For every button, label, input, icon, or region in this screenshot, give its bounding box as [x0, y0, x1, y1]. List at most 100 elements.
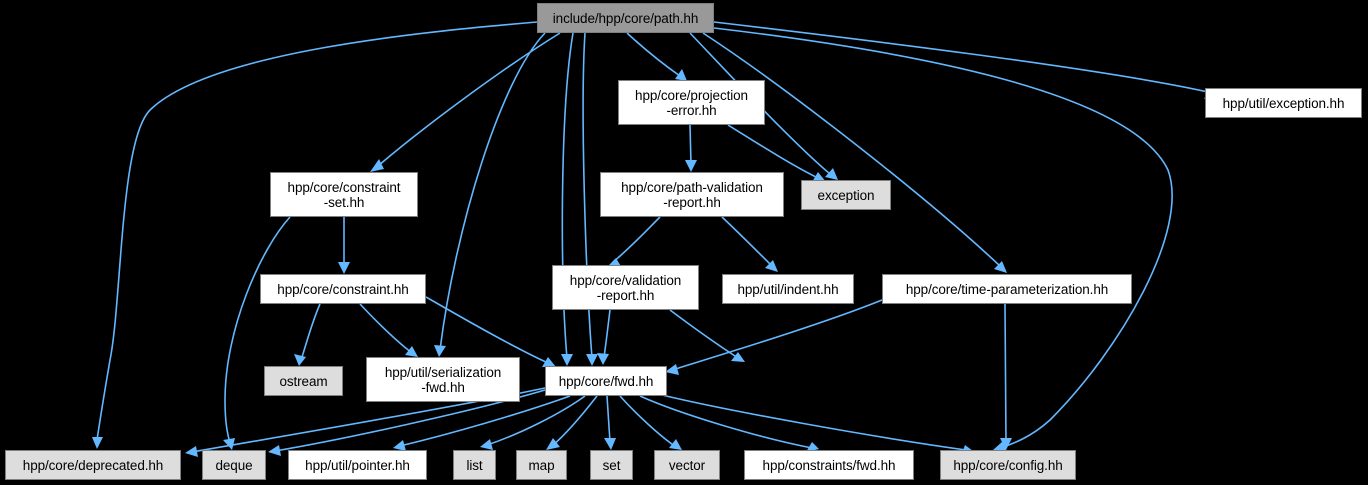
edge-cset-to-deque — [224, 216, 291, 444]
graph-node-vreport[interactable]: hpp/core/validation -report.hh — [552, 265, 699, 310]
arrowhead-path-to-exception — [825, 168, 838, 180]
graph-node-label: include/hpp/core/path.hh — [552, 10, 699, 26]
graph-node-label: list — [466, 457, 483, 473]
edge-timeparam-to-config — [1004, 303, 1007, 443]
graph-node-label: hpp/core/projection -error.hh — [635, 87, 748, 118]
arrowhead-pvreport-to-indent — [765, 260, 778, 272]
graph-node-set[interactable]: set — [590, 450, 633, 480]
arrowhead-corefwd-to-set — [604, 438, 616, 450]
edge-constraint-to-corefwd — [425, 296, 549, 364]
arrowhead-vreport-to-indent — [731, 352, 745, 362]
graph-node-label: hpp/util/indent.hh — [737, 281, 839, 297]
arrowhead-constraint-to-serialfwd — [405, 346, 418, 357]
arrowhead-path-to-serialfwd — [434, 345, 446, 357]
edge-path-to-projerr — [626, 32, 681, 77]
graph-node-label: hpp/core/path-validation -report.hh — [621, 179, 763, 210]
edge-pvreport-to-vreport — [612, 216, 661, 263]
graph-node-vector[interactable]: vector — [654, 450, 720, 480]
graph-node-pointer[interactable]: hpp/util/pointer.hh — [288, 450, 427, 480]
graph-node-label: hpp/util/pointer.hh — [305, 457, 410, 473]
edge-path-to-timeparam — [702, 32, 1001, 267]
graph-node-label: hpp/core/fwd.hh — [558, 373, 654, 389]
edge-constraint-to-serialfwd — [359, 303, 413, 354]
graph-node-label: vector — [668, 457, 706, 473]
arrowhead-path-to-corefwd-b — [586, 354, 598, 366]
arrowhead-path-to-projerr — [675, 69, 687, 81]
graph-node-projerr[interactable]: hpp/core/projection -error.hh — [618, 80, 765, 125]
graph-node-label: hpp/core/config.hh — [953, 457, 1063, 473]
graph-node-deprecated[interactable]: hpp/core/deprecated.hh — [5, 450, 181, 480]
graph-node-timeparam[interactable]: hpp/core/time-parameterization.hh — [882, 274, 1132, 304]
graph-node-ostream[interactable]: ostream — [264, 366, 343, 396]
arrowhead-corefwd-to-deque — [268, 445, 281, 456]
edge-corefwd-to-list — [486, 395, 586, 446]
arrowhead-timeparam-to-config — [1000, 438, 1012, 450]
edge-constraint-to-ostream — [300, 303, 321, 361]
edge-path-to-serialfwd — [439, 32, 546, 351]
graph-node-constraint[interactable]: hpp/core/constraint.hh — [260, 274, 426, 304]
graph-node-label: map — [528, 457, 555, 473]
arrowhead-vreport-to-corefwd — [597, 353, 609, 365]
graph-node-label: hpp/util/serialization -fwd.hh — [384, 364, 502, 395]
edge-path-to-deprecated — [96, 21, 538, 441]
graph-node-label: deque — [215, 457, 253, 473]
arrowhead-timeparam-to-corefwd — [665, 364, 679, 375]
edge-corefwd-to-pointer — [399, 395, 571, 447]
arrowhead-projerr-to-exception — [812, 172, 826, 182]
arrowhead-corefwd-to-pointer — [393, 440, 406, 451]
arrowhead-corefwd-to-deprecated — [185, 446, 198, 457]
edge-vreport-to-corefwd — [603, 309, 611, 358]
edge-pvreport-to-indent — [721, 216, 773, 267]
arrowhead-corefwd-to-constrfwd — [806, 442, 819, 452]
graph-node-label: hpp/core/validation -report.hh — [569, 272, 682, 303]
graph-node-path[interactable]: include/hpp/core/path.hh — [537, 3, 714, 33]
graph-node-label: hpp/core/time-parameterization.hh — [905, 281, 1109, 297]
arrowhead-path-to-timeparam — [994, 261, 1007, 273]
edge-timeparam-to-corefwd — [671, 299, 883, 371]
graph-node-label: set — [602, 457, 621, 473]
arrowhead-corefwd-to-list — [480, 439, 493, 450]
edge-path-to-corefwd-b — [582, 32, 593, 359]
arrowhead-cset-to-constraint — [338, 262, 350, 274]
graph-node-label: hpp/constraints/fwd.hh — [762, 457, 896, 473]
graph-node-list[interactable]: list — [453, 450, 496, 480]
edge-path-to-exception-h — [713, 21, 1209, 93]
edge-path-to-cset — [377, 32, 561, 167]
graph-node-cset[interactable]: hpp/core/constraint -set.hh — [270, 172, 418, 217]
graph-node-exception[interactable]: exception — [801, 180, 891, 210]
graph-node-deque[interactable]: deque — [202, 450, 266, 480]
edge-path-to-config — [713, 27, 1173, 449]
graph-node-config[interactable]: hpp/core/config.hh — [940, 450, 1076, 480]
graph-node-label: exception — [817, 187, 875, 203]
graph-node-exception_h[interactable]: hpp/util/exception.hh — [1205, 88, 1362, 118]
graph-node-corefwd[interactable]: hpp/core/fwd.hh — [545, 366, 667, 396]
graph-node-label: hpp/core/deprecated.hh — [22, 457, 164, 473]
arrowhead-projerr-to-pvreport — [685, 160, 697, 172]
graph-node-label: hpp/core/constraint -set.hh — [287, 179, 401, 210]
graph-node-indent[interactable]: hpp/util/indent.hh — [722, 274, 854, 304]
edge-corefwd-to-vector — [619, 395, 677, 448]
edge-corefwd-to-constrfwd — [639, 395, 813, 449]
arrowhead-constraint-to-corefwd — [542, 357, 556, 367]
arrowhead-corefwd-to-vector — [669, 439, 682, 450]
graph-node-label: ostream — [279, 373, 328, 389]
arrowhead-path-to-corefwd-a — [561, 354, 573, 366]
arrowhead-cset-to-deque — [223, 438, 235, 450]
edge-vreport-to-indent — [669, 309, 739, 359]
edge-corefwd-to-set — [606, 395, 611, 443]
arrowhead-corefwd-to-map — [546, 438, 560, 450]
graph-node-label: hpp/util/exception.hh — [1222, 95, 1345, 111]
graph-node-constrfwd[interactable]: hpp/constraints/fwd.hh — [744, 450, 914, 480]
graph-node-pvreport[interactable]: hpp/core/path-validation -report.hh — [600, 172, 784, 217]
arrowhead-path-to-deprecated — [92, 437, 103, 449]
graph-node-label: hpp/core/constraint.hh — [277, 281, 409, 297]
edge-path-to-corefwd-a — [561, 32, 574, 359]
arrowhead-constraint-to-ostream — [294, 354, 306, 366]
edge-projerr-to-exception — [727, 124, 819, 179]
arrowhead-path-to-cset — [370, 159, 384, 172]
graph-node-serialfwd[interactable]: hpp/util/serialization -fwd.hh — [366, 357, 520, 402]
edge-corefwd-to-config — [649, 391, 967, 451]
graph-node-map[interactable]: map — [516, 450, 567, 480]
